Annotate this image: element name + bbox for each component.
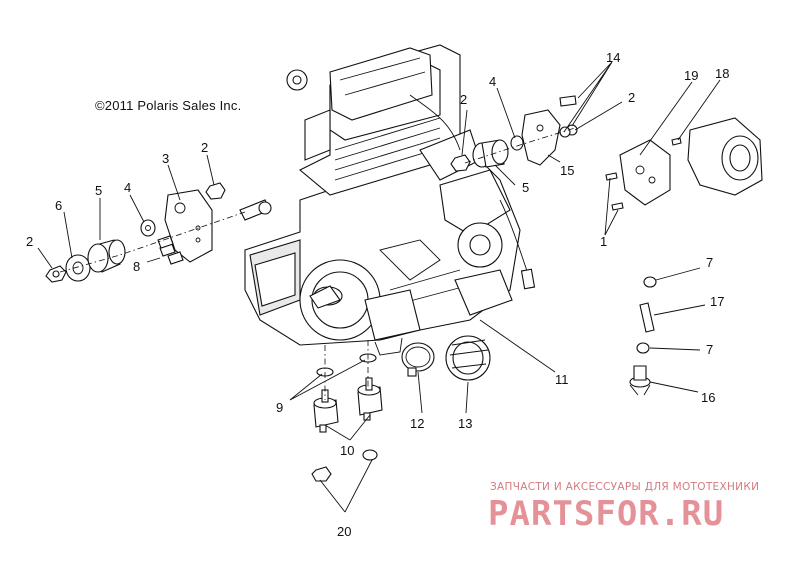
centerline-left-mount [59, 211, 246, 273]
part-15-bracket-right [521, 109, 561, 166]
part-7-grommet-upper [643, 276, 657, 288]
watermark-logo: PARTSFOR.RU [488, 494, 725, 534]
part-5-isolator-left [87, 239, 126, 273]
callout-6: 6 [55, 198, 62, 213]
callout-16: 16 [701, 390, 715, 405]
callout-4: 4 [124, 180, 131, 195]
part-2-nut-left [45, 265, 67, 283]
part-1-screws [605, 137, 682, 211]
callout-12: 12 [410, 416, 424, 431]
callout-2: 2 [628, 90, 635, 105]
callout-7: 7 [706, 255, 713, 270]
leader-lines [37, 61, 721, 513]
watermark-tagline: ЗАПЧАСТИ И АКСЕССУАРЫ ДЛЯ МОТОТЕХНИКИ [490, 481, 760, 493]
part-17-pin [639, 302, 655, 333]
engine-block [244, 44, 536, 356]
copyright-text: ©2011 Polaris Sales Inc. [95, 98, 242, 113]
part-7-grommet-lower [636, 342, 650, 354]
callout-1: 1 [600, 234, 607, 249]
part-2-nut-bracket [205, 182, 226, 200]
callout-18: 18 [715, 66, 729, 81]
callout-19: 19 [684, 68, 698, 83]
callout-2: 2 [460, 92, 467, 107]
part-4-spacer-right [510, 135, 524, 151]
callout-11: 11 [555, 372, 569, 387]
part-6-washer [65, 254, 91, 282]
callout-9: 9 [276, 400, 283, 415]
part-13-boot [445, 335, 491, 381]
part-2-nut-right [450, 154, 471, 172]
part-16-mount [629, 365, 651, 396]
callout-3: 3 [162, 151, 169, 166]
part-9-washers [316, 353, 377, 377]
part-8-bolts [157, 235, 184, 265]
part-5-isolator-right [472, 139, 509, 168]
callout-15: 15 [560, 163, 574, 178]
part-12-clamp [401, 342, 435, 377]
callout-5: 5 [95, 183, 102, 198]
callout-14: 14 [606, 50, 620, 65]
callout-13: 13 [458, 416, 472, 431]
part-3-bracket [164, 189, 213, 263]
callout-5: 5 [522, 180, 529, 195]
part-10-isolators [313, 377, 383, 433]
callout-8: 8 [133, 259, 140, 274]
part-19-cover [619, 139, 671, 206]
part-20-nuts [311, 449, 378, 482]
part-2-nut-top-right [559, 126, 571, 138]
callout-2: 2 [201, 140, 208, 155]
centerline-right-mount [464, 127, 576, 164]
callout-4: 4 [489, 74, 496, 89]
callout-10: 10 [340, 443, 354, 458]
callout-20: 20 [337, 524, 351, 539]
part-4-spacer-left [140, 219, 156, 237]
callout-labels: 2 6 5 4 3 2 8 2 4 14 2 19 18 15 5 1 7 17… [26, 50, 729, 539]
engine-mount-stud [239, 199, 272, 221]
callout-7: 7 [706, 342, 713, 357]
callout-17: 17 [710, 294, 724, 309]
callout-2: 2 [26, 234, 33, 249]
part-18-throttle-body [687, 117, 763, 196]
